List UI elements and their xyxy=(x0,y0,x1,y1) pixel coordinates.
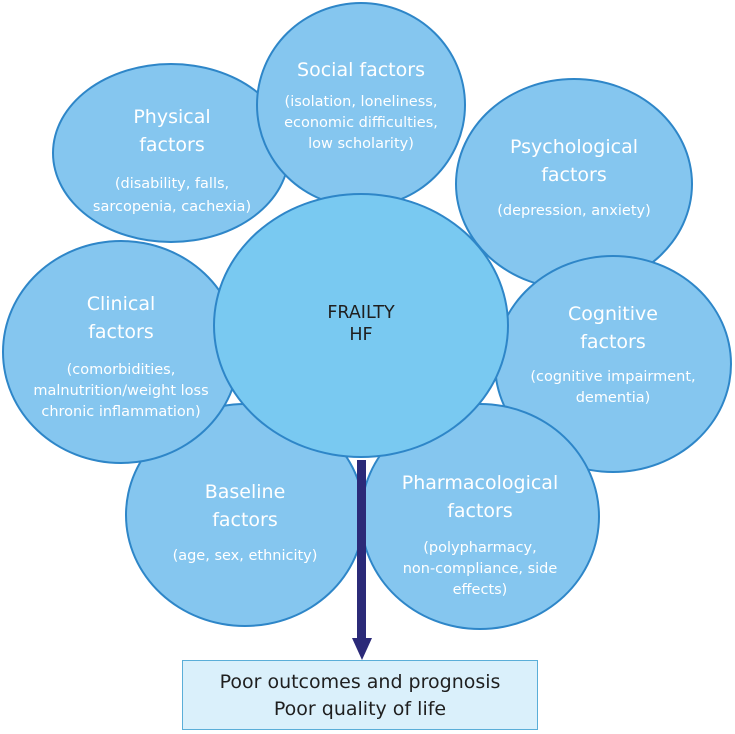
physical-factors-label: Physical factors (disability, falls, sar… xyxy=(62,103,282,217)
baseline-title-1: Baseline xyxy=(204,481,286,503)
outcome-line-2: Poor quality of life xyxy=(273,698,447,720)
cognitive-detail-1: (cognitive impairment, xyxy=(530,369,696,385)
social-factors-label: Social factors (isolation, loneliness, e… xyxy=(261,56,461,154)
pharmacological-detail-1: (polypharmacy, xyxy=(423,540,537,556)
cognitive-title-1: Cognitive xyxy=(568,303,658,325)
psychological-factors-label: Psychological factors (depression, anxie… xyxy=(462,133,686,221)
center-frailty-hf xyxy=(213,193,509,458)
center-line-1: FRAILTY xyxy=(327,303,395,323)
cognitive-detail-2: dementia) xyxy=(575,390,651,406)
center-label: FRAILTY HF xyxy=(260,302,462,346)
clinical-detail-3: chronic inflammation) xyxy=(41,404,201,420)
baseline-detail-1: (age, sex, ethnicity) xyxy=(172,548,318,564)
pharmacological-title-2: factors xyxy=(447,500,513,522)
psychological-title-2: factors xyxy=(541,164,607,186)
social-detail-3: low scholarity) xyxy=(308,136,414,152)
pharmacological-title-1: Pharmacological xyxy=(401,472,559,494)
arrow-shaft xyxy=(357,460,366,640)
baseline-title-2: factors xyxy=(212,509,278,531)
baseline-factors-label: Baseline factors (age, sex, ethnicity) xyxy=(133,478,357,566)
outcome-box: Poor outcomes and prognosis Poor quality… xyxy=(182,660,538,730)
cognitive-factors-label: Cognitive factors (cognitive impairment,… xyxy=(500,300,726,408)
pharmacological-detail-3: effects) xyxy=(452,582,508,598)
petal-social xyxy=(256,2,466,208)
clinical-title-2: factors xyxy=(88,321,154,343)
pharmacological-factors-label: Pharmacological factors (polypharmacy, n… xyxy=(365,469,595,600)
social-detail-1: (isolation, loneliness, xyxy=(284,94,438,110)
pharmacological-detail-2: non-compliance, side xyxy=(402,561,558,577)
clinical-detail-2: malnutrition/weight loss xyxy=(33,383,209,399)
outcome-line-1: Poor outcomes and prognosis xyxy=(219,671,501,693)
psychological-detail-1: (depression, anxiety) xyxy=(497,203,651,219)
clinical-title-1: Clinical xyxy=(86,293,156,315)
center-line-2: HF xyxy=(349,325,373,345)
petal-clinical xyxy=(2,240,240,464)
cognitive-title-2: factors xyxy=(580,331,646,353)
physical-detail-1: (disability, falls, xyxy=(114,176,230,192)
social-title-1: Social factors xyxy=(297,59,425,81)
physical-title-1: Physical xyxy=(133,106,211,128)
psychological-title-1: Psychological xyxy=(510,136,638,158)
petal-physical xyxy=(52,63,290,243)
petal-psychological xyxy=(455,78,693,290)
clinical-detail-1: (comorbidities, xyxy=(66,362,176,378)
social-detail-2: economic difficulties, xyxy=(284,115,438,131)
arrow-down-icon xyxy=(352,638,372,660)
clinical-factors-label: Clinical factors (comorbidities, malnutr… xyxy=(4,290,238,422)
physical-title-2: factors xyxy=(139,134,205,156)
physical-detail-2: sarcopenia, cachexia) xyxy=(92,199,252,215)
